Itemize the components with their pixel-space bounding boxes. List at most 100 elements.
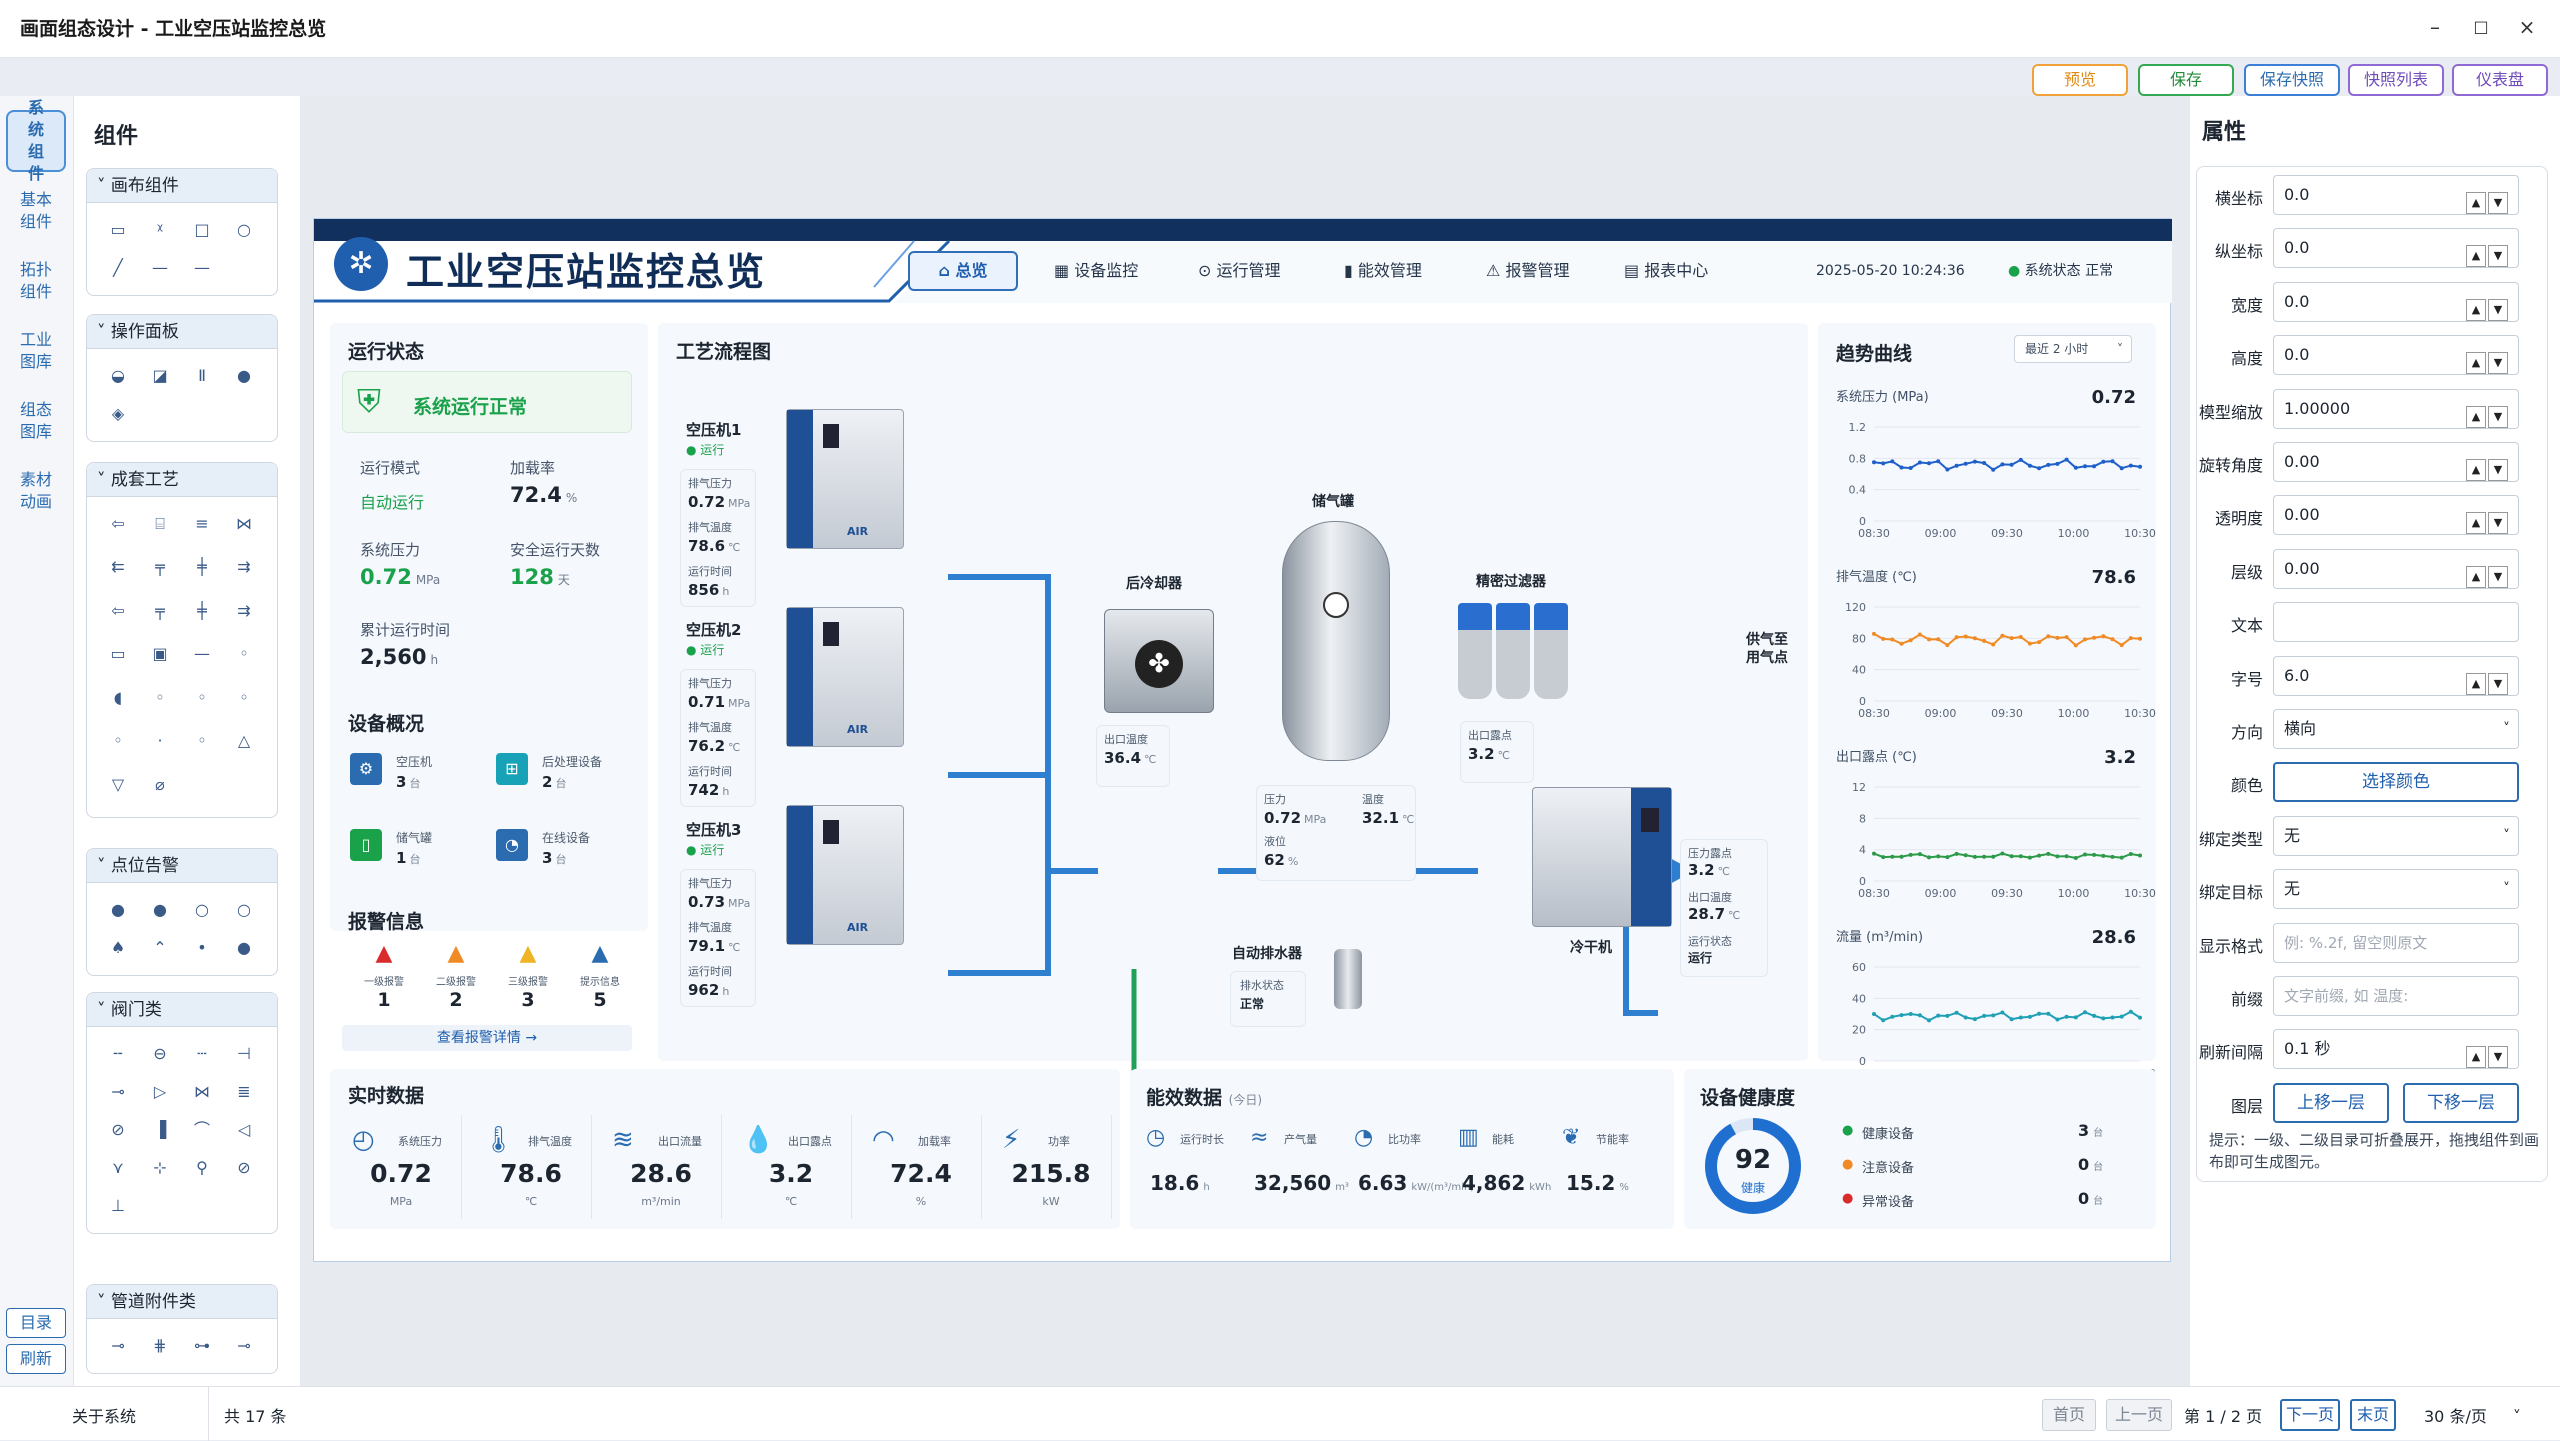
group-point-alarms: ˅ 点位告警 ●●○○♠⌃•●	[86, 848, 278, 976]
prop-input[interactable]: 0.00▲▼	[2273, 442, 2519, 482]
spin-buttons[interactable]: ▲▼	[2464, 237, 2514, 268]
spin-buttons[interactable]: ▲▼	[2464, 1038, 2514, 1069]
spin-buttons[interactable]: ▲▼	[2464, 504, 2514, 535]
prop-input[interactable]: 0.00▲▼	[2273, 495, 2519, 536]
prop-input[interactable]: 0.0▲▼	[2273, 281, 2519, 322]
component-icon[interactable]: —	[194, 258, 210, 277]
rail-topology-components[interactable]: 拓扑组件	[20, 260, 53, 301]
nav-device-monitor[interactable]: ▦ 设备监控	[1054, 261, 1139, 280]
spin-buttons[interactable]: ▲▼	[2464, 291, 2514, 321]
spin-buttons[interactable]: ▲▼	[2464, 184, 2514, 214]
nav-alarm[interactable]: ⚠ 报警管理	[1486, 261, 1570, 280]
prop-label: 刷新间隔	[2198, 1043, 2263, 1063]
prop-select[interactable]: 横向˅	[2273, 709, 2519, 749]
refrigerated-dryer-image[interactable]	[1532, 787, 1672, 927]
label: 排气温度	[688, 721, 732, 734]
aftercooler-image[interactable]: ✤	[1104, 609, 1214, 713]
group-header[interactable]: ˅ 点位告警	[87, 849, 277, 883]
component-icon[interactable]: —	[152, 258, 168, 277]
auto-drain-image[interactable]	[1334, 949, 1362, 1009]
prop-input[interactable]: 0.1 秒▲▼	[2273, 1029, 2519, 1070]
spin-buttons[interactable]: ▲▼	[2464, 665, 2514, 695]
catalog-button[interactable]: 目录	[6, 1308, 66, 1338]
layer-up-button[interactable]: 上移一层	[2273, 1082, 2389, 1123]
trend-point	[1890, 637, 1895, 642]
save-snapshot-button[interactable]: 保存快照	[2244, 64, 2340, 96]
compressor-2-image[interactable]: AIR	[786, 607, 904, 747]
component-icon[interactable]: ╱	[113, 258, 123, 277]
compressor-1-image[interactable]: AIR	[786, 409, 904, 549]
maximize-button[interactable]: □	[2473, 17, 2489, 36]
precision-filter-image[interactable]	[1458, 603, 1570, 703]
prop-row: 前缀文字前缀, 如 温度:	[2197, 974, 2549, 1018]
component-icon[interactable]: ᵡ	[157, 220, 163, 239]
close-button[interactable]: ×	[2518, 15, 2536, 39]
component-icon[interactable]: ●	[237, 366, 251, 385]
refresh-button[interactable]: 刷新	[6, 1344, 66, 1374]
group-header[interactable]: ˅ 成套工艺	[87, 463, 277, 497]
prop-input[interactable]: 0.0▲▼	[2273, 335, 2519, 376]
spin-buttons[interactable]: ▲▼	[2464, 558, 2514, 588]
spin-buttons[interactable]: ▲▼	[2464, 451, 2514, 481]
prev-page-button[interactable]: 上一页	[2106, 1399, 2172, 1431]
prop-input[interactable]: 1.00000▲▼	[2273, 388, 2519, 429]
dashboard-button[interactable]: 仪表盘	[2452, 64, 2548, 96]
dashboard-board[interactable]: ✲ 工业空压站监控总览 ⌂ 总览 ▦ 设备监控 ⊙ 运行管理 ▮ 能效管理 ⚠ …	[313, 218, 2172, 1262]
component-icon[interactable]: ◒	[111, 366, 125, 385]
prop-select[interactable]: 无˅	[2273, 815, 2519, 856]
compressor-3-image[interactable]: AIR	[786, 805, 904, 945]
group-header[interactable]: ˅ 管道附件类	[87, 1285, 277, 1319]
prop-input[interactable]: 例: %.2f, 留空则原文	[2273, 922, 2519, 963]
save-button[interactable]: 保存	[2138, 64, 2234, 96]
trend-point	[1917, 460, 1922, 465]
last-page-button[interactable]: 末页	[2350, 1399, 2396, 1431]
air-tank-image[interactable]	[1282, 521, 1390, 761]
trend-point	[1927, 461, 1931, 466]
component-icon[interactable]: ◈	[111, 404, 125, 423]
rail-config-library[interactable]: 组态图库	[20, 400, 53, 441]
prop-select[interactable]: 无˅	[2273, 869, 2519, 910]
component-icon[interactable]: ▭	[110, 220, 126, 239]
choose-color-button[interactable]: 选择颜色	[2273, 762, 2519, 803]
alarm-detail-link[interactable]: 查看报警详情 →	[342, 1025, 632, 1051]
spin-buttons[interactable]: ▲▼	[2464, 398, 2514, 428]
rail-industrial-library[interactable]: 工业图库	[20, 330, 53, 371]
nav-report[interactable]: ▤ 报表中心	[1624, 261, 1709, 280]
layer-down-button[interactable]: 下移一层	[2403, 1082, 2519, 1123]
snapshot-list-button[interactable]: 快照列表	[2348, 64, 2444, 96]
prop-input[interactable]: 0.0▲▼	[2273, 175, 2519, 215]
preview-button[interactable]: 预览	[2032, 64, 2128, 96]
about-system-link[interactable]: 关于系统	[72, 1407, 137, 1426]
prop-input[interactable]: 6.0▲▼	[2273, 655, 2519, 696]
group-header[interactable]: ˅ 阀门类	[87, 993, 277, 1027]
prop-input[interactable]: 0.0▲▼	[2273, 228, 2519, 269]
trend-range-select[interactable]: 最近 2 小时 ˅	[2014, 335, 2132, 363]
trend-point	[1991, 642, 1996, 647]
nav-operation[interactable]: ⊙ 运行管理	[1198, 261, 1281, 280]
trend-point	[2110, 1015, 2115, 1020]
trend-chart-name: 出口露点 (℃)	[1836, 750, 1917, 765]
y-tick-label: 0	[1859, 515, 1866, 528]
component-icon[interactable]: □	[194, 220, 210, 239]
rail-system-components[interactable]: 系统组件	[6, 98, 66, 183]
group-header[interactable]: ˅ 操作面板	[87, 315, 277, 349]
nav-energy[interactable]: ▮ 能效管理	[1344, 261, 1422, 280]
prop-input[interactable]: 文字前缀, 如 温度:	[2273, 976, 2519, 1016]
trend-point	[2110, 854, 2115, 859]
rail-basic-components[interactable]: 基本组件	[20, 190, 53, 231]
component-icon[interactable]: ◪	[152, 366, 168, 385]
component-icon[interactable]: Ⅱ	[198, 366, 206, 385]
group-header[interactable]: ˅ 画布组件	[87, 169, 277, 203]
rail-material-animation[interactable]: 素材动画	[20, 470, 53, 511]
first-page-button[interactable]: 首页	[2042, 1399, 2096, 1431]
next-page-button[interactable]: 下一页	[2280, 1399, 2340, 1431]
nav-overview[interactable]: ⌂ 总览	[908, 251, 1018, 291]
prop-input[interactable]	[2273, 602, 2519, 643]
prop-input[interactable]: 0.00▲▼	[2273, 548, 2519, 589]
spin-buttons[interactable]: ▲▼	[2464, 344, 2514, 375]
minimize-button[interactable]: –	[2430, 15, 2440, 39]
component-icon[interactable]: ○	[237, 220, 251, 239]
per-page-select[interactable]: 30 条/页˅	[2424, 1407, 2521, 1426]
